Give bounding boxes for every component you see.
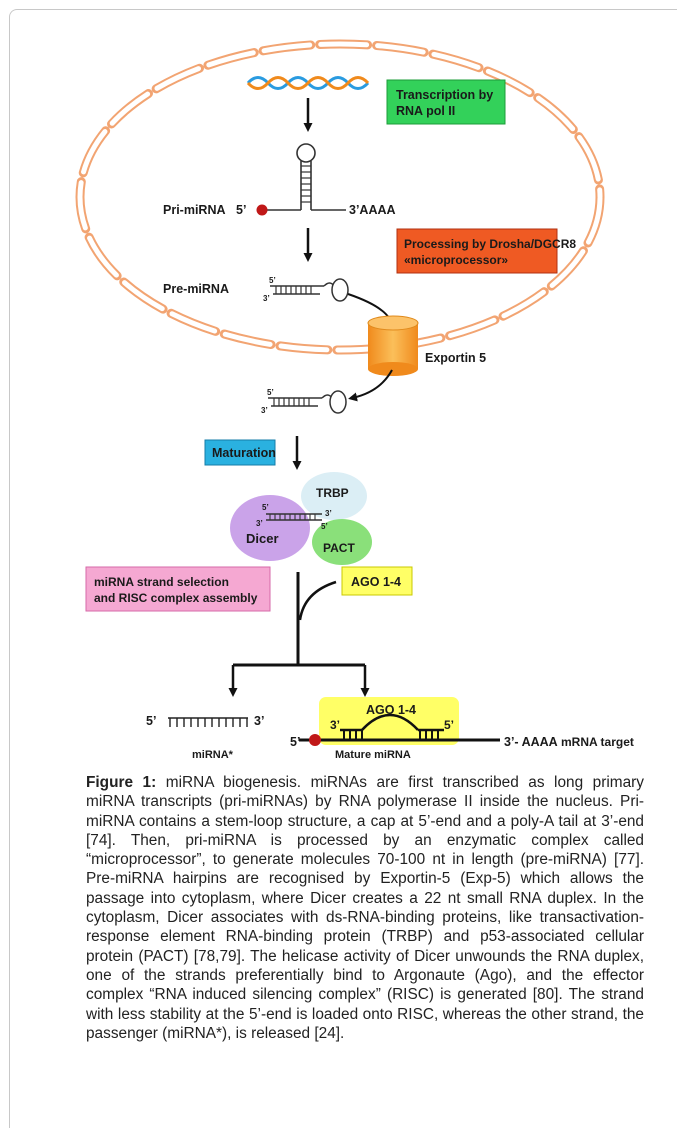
mrna-three-prime: 3’- AAAA (504, 735, 558, 749)
mrna-target-label: mRNA target (561, 735, 634, 749)
dicer-three-prime-b: 3’ (256, 519, 263, 528)
mirna-star-label: miRNA* (192, 749, 234, 761)
dna-helix-icon (246, 76, 370, 90)
figure-frame (9, 9, 677, 1128)
mrna-cap-icon (309, 734, 321, 746)
strand-selection-box (85, 566, 271, 612)
trbp-label: TRBP (316, 486, 349, 500)
mature-three-prime: 3’ (330, 718, 340, 732)
trbp-blob (301, 472, 367, 520)
mirna-biogenesis-diagram: Transcription by RNA pol II Pri-miRNA 5’… (75, 39, 634, 761)
cap-icon (256, 204, 268, 216)
pre-five-prime: 5’ (269, 276, 276, 285)
strand-selection-label-2: and RISC complex assembly (94, 591, 258, 605)
ago-bottom-label: AGO 1-4 (366, 703, 416, 717)
branching-lines (233, 572, 365, 667)
ago-bottom-box (319, 697, 459, 745)
caption-label: Figure 1: (86, 774, 157, 791)
transcription-label-2: RNA pol II (396, 104, 455, 118)
transcription-box (386, 79, 506, 125)
dicer-label: Dicer (246, 531, 279, 546)
pact-blob (312, 519, 372, 565)
strand-selection-label-1: miRNA strand selection (94, 575, 229, 589)
dicer-three-prime-a: 3’ (325, 509, 332, 518)
mrna-five-prime: 5’ (290, 735, 300, 749)
mature-mirna-strand (299, 713, 500, 742)
mature-five-prime: 5’ (444, 718, 454, 732)
figure-caption: Figure 1: miRNA biogenesis. miRNAs are f… (86, 773, 644, 1043)
pre-mirna-hairpin (270, 278, 349, 302)
maturation-box (204, 439, 276, 466)
dicer-blob (230, 495, 310, 561)
ago-top-box (341, 566, 413, 596)
cyto-five-prime: 5’ (267, 388, 274, 397)
dicer-complex (230, 472, 372, 565)
processing-label-1: Processing by Drosha/DGCR8 (404, 237, 576, 251)
transcription-label-1: Transcription by (396, 88, 493, 102)
pri-mirna-label: Pri-miRNA (163, 203, 226, 217)
star-three-prime: 3’ (254, 714, 264, 728)
caption-text: miRNA biogenesis. miRNAs are first trans… (86, 774, 644, 1042)
dicer-five-prime-b: 5’ (321, 522, 328, 531)
pact-label: PACT (323, 541, 355, 555)
processing-box (396, 228, 558, 274)
dicer-five-prime: 5’ (262, 503, 269, 512)
mature-mirna-label: Mature miRNA (335, 749, 411, 761)
arrow-export (348, 369, 393, 402)
cytoplasm-pre-mirna (268, 390, 347, 414)
ago-top-label: AGO 1-4 (351, 575, 401, 589)
exportin-label: Exportin 5 (425, 351, 486, 365)
cyto-three-prime: 3’ (261, 406, 268, 415)
maturation-label: Maturation (212, 446, 276, 460)
pri-three-prime: 3’AAAA (349, 203, 396, 217)
pre-three-prime: 3’ (263, 294, 270, 303)
mirna-star-strand (168, 717, 248, 727)
processing-label-2: «microprocessor» (404, 253, 508, 267)
pre-mirna-label: Pre-miRNA (163, 282, 229, 296)
star-five-prime: 5’ (146, 714, 156, 728)
pri-five-prime: 5’ (236, 203, 246, 217)
exportin-5-channel (367, 315, 419, 376)
pri-mirna-hairpin (256, 143, 346, 216)
